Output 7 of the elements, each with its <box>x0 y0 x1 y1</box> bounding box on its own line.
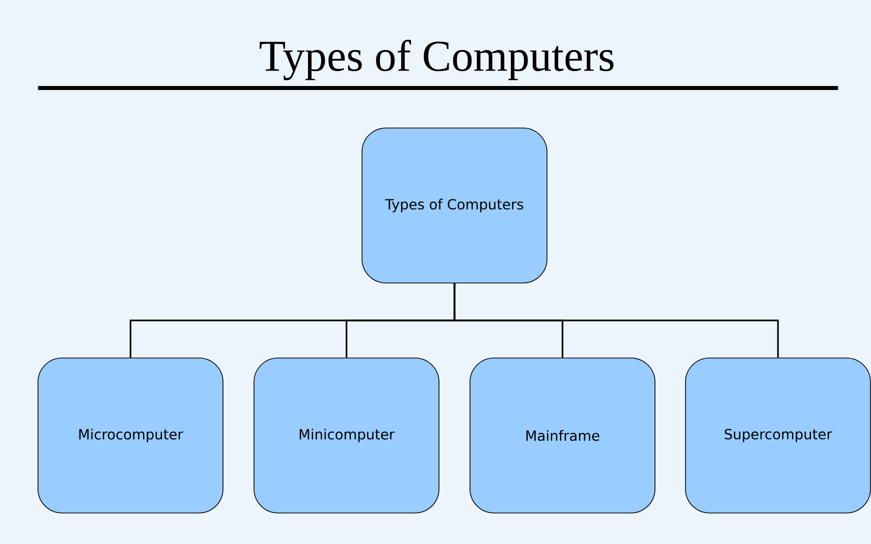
category-box: Minicomputer <box>254 358 440 514</box>
category-box: Supercomputer <box>685 358 871 514</box>
title: Types of Computers <box>260 40 614 80</box>
category-box: Microcomputer <box>38 358 224 514</box>
category-box: Mainframe <box>470 358 656 514</box>
connector-line <box>454 283 779 358</box>
category-box: Types of Computers <box>362 128 548 284</box>
